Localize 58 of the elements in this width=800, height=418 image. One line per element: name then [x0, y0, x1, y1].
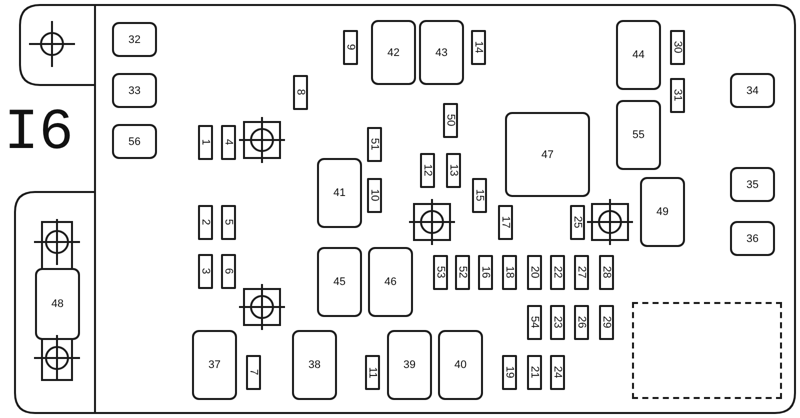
relay-slot: 42	[371, 20, 416, 85]
relay-slot: 35	[730, 167, 775, 202]
relay-slot: 32	[112, 22, 157, 57]
fuse-slot: 13	[446, 153, 461, 188]
fuse-slot: 7	[246, 355, 261, 390]
relay-slot: 34	[730, 73, 775, 108]
fuse-slot: 10	[367, 178, 382, 213]
fuse-slot: 53	[433, 255, 448, 290]
relay-slot: 49	[640, 177, 685, 247]
fuse-slot: 18	[502, 255, 517, 290]
box-designation-label: I6	[4, 105, 74, 163]
fuse-slot: 27	[574, 255, 589, 290]
relay-slot: 48	[35, 268, 80, 340]
fuse-slot: 1	[198, 125, 213, 160]
fuse-slot: 20	[527, 255, 542, 290]
fuse-slot: 22	[550, 255, 565, 290]
fuse-slot: 8	[293, 75, 308, 110]
relay-slot: 40	[438, 330, 483, 400]
fuse-slot: 24	[550, 355, 565, 390]
fuse-slot: 17	[498, 205, 513, 240]
fuse-slot: 3	[198, 254, 213, 289]
relay-slot: 47	[505, 112, 590, 197]
fuse-slot: 52	[455, 255, 470, 290]
fuse-slot: 11	[365, 355, 380, 390]
fuse-slot: 29	[599, 305, 614, 340]
fuse-slot: 12	[420, 153, 435, 188]
relay-slot: 43	[419, 20, 464, 85]
relay-slot: 41	[317, 158, 362, 228]
fuse-slot: 15	[472, 178, 487, 213]
relay-slot: 37	[192, 330, 237, 400]
fuse-slot: 25	[570, 205, 585, 240]
relay-slot: 55	[616, 100, 661, 170]
fuse-slot: 14	[471, 30, 486, 65]
fuse-slot: 6	[221, 254, 236, 289]
relay-slot: 56	[112, 124, 157, 159]
fuse-slot: 4	[221, 125, 236, 160]
fuse-slot: 30	[670, 30, 685, 65]
fuse-slot: 2	[198, 205, 213, 240]
fuse-slot: 9	[343, 30, 358, 65]
fuse-slot: 54	[527, 305, 542, 340]
relay-slot: 38	[292, 330, 337, 400]
fuse-slot: 21	[527, 355, 542, 390]
fuse-slot: 50	[443, 103, 458, 138]
relay-slot: 46	[368, 247, 413, 317]
relay-slot: 45	[317, 247, 362, 317]
dashed-outline	[632, 302, 782, 399]
fuse-slot: 51	[367, 127, 382, 162]
relay-slot: 36	[730, 221, 775, 256]
fuse-slot: 16	[478, 255, 493, 290]
relay-slot: 44	[616, 20, 661, 90]
fuse-slot: 28	[599, 255, 614, 290]
fuse-slot: 26	[574, 305, 589, 340]
fuse-slot: 31	[670, 78, 685, 113]
fuse-slot: 19	[502, 355, 517, 390]
fuse-slot: 5	[221, 205, 236, 240]
fuse-slot: 23	[550, 305, 565, 340]
relay-slot: 39	[387, 330, 432, 400]
relay-slot: 33	[112, 73, 157, 108]
